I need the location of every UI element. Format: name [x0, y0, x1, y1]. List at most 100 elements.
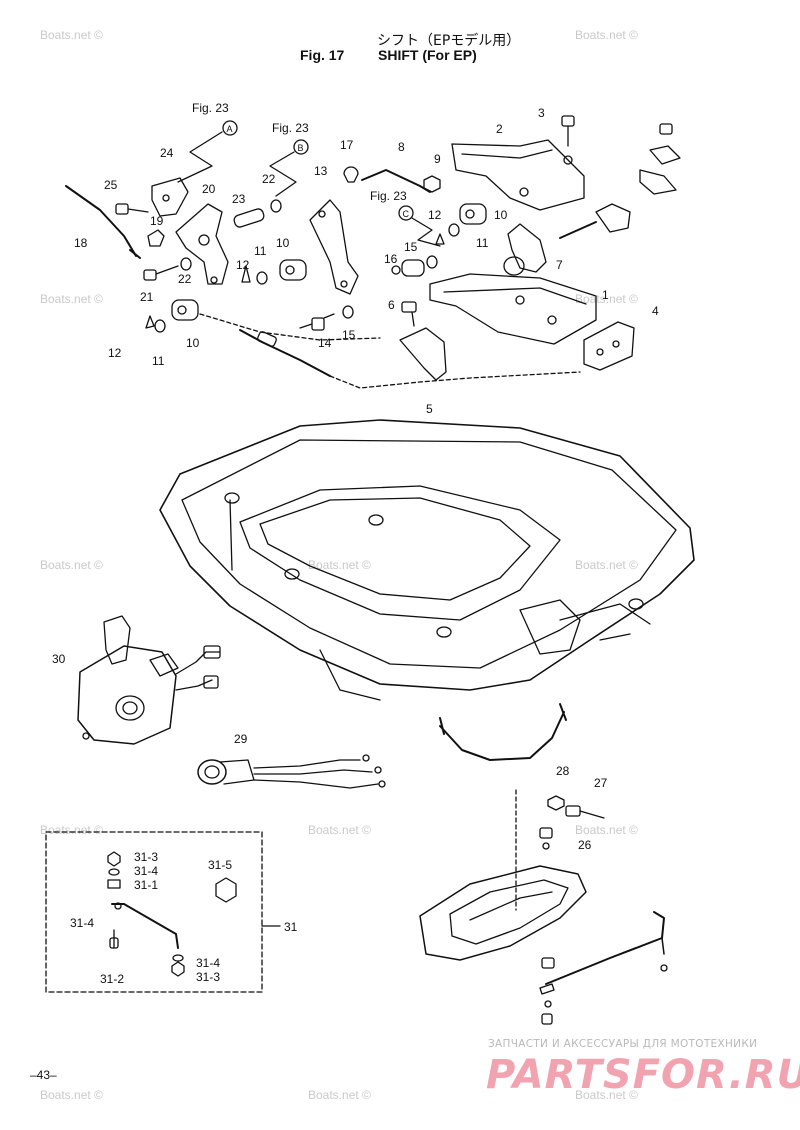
part-label: 20 — [202, 182, 216, 196]
remote-control-box-part — [77, 615, 221, 745]
bolt-part — [401, 301, 417, 327]
bolt-part — [115, 203, 149, 215]
bolt-part — [143, 265, 179, 281]
svg-text:Fig. 23: Fig. 23 — [370, 189, 407, 203]
part-label: 31-5 — [208, 858, 233, 872]
bracket-part — [151, 177, 189, 217]
svg-text:A: A — [227, 124, 233, 134]
part-label: 12 — [108, 346, 122, 360]
title-japanese: シフト（EPモデル用） — [377, 33, 521, 49]
watermark: Boats.net © — [40, 823, 103, 837]
clip-part — [147, 229, 165, 247]
part-label: 17 — [340, 138, 354, 152]
joint-part — [279, 259, 307, 281]
washer-part — [180, 257, 192, 271]
part-label: 5 — [426, 402, 433, 416]
part-label: 11 — [152, 354, 165, 368]
part-label: 3 — [538, 106, 545, 120]
part-label: 15 — [342, 328, 356, 342]
part-label: 10 — [494, 208, 508, 222]
part-label: 16 — [384, 252, 398, 266]
page-number: –43– — [30, 1068, 57, 1082]
washer-part — [448, 223, 460, 237]
pin-part — [233, 208, 265, 228]
part-label: 11 — [254, 244, 267, 258]
lever-part — [175, 203, 229, 285]
shift-base-part — [429, 273, 597, 345]
bracket-part — [399, 327, 447, 381]
svg-text:B: B — [298, 143, 304, 153]
part-label: 2 — [496, 122, 503, 136]
key-switch-part — [197, 754, 386, 789]
watermark: Boats.net © — [40, 28, 103, 42]
svg-text:C: C — [403, 209, 410, 219]
part-label: 31-1 — [134, 878, 159, 892]
part-label: 24 — [160, 146, 174, 160]
part-label: 18 — [74, 236, 88, 250]
shift-cable-part — [239, 329, 331, 377]
part-label: 25 — [104, 178, 118, 192]
part-label: 10 — [186, 336, 200, 350]
grip-tray-part — [419, 827, 587, 969]
brand-subtitle: ЗАПЧАСТИ И АКСЕССУАРЫ ДЛЯ МОТОТЕХНИКИ — [488, 1038, 758, 1050]
part-label: 7 — [556, 258, 563, 272]
watermark: Boats.net © — [40, 558, 103, 572]
part-label: 27 — [594, 776, 608, 790]
bracket-part — [639, 169, 677, 195]
brand-logo: PARTSFOR.RU — [486, 1052, 800, 1098]
part-label: 22 — [178, 272, 192, 286]
nut-part — [423, 175, 441, 193]
part-label: 13 — [314, 164, 328, 178]
watermark: Boats.net © — [308, 558, 371, 572]
part-label: 11 — [476, 236, 489, 250]
watermark: Boats.net © — [575, 823, 638, 837]
kit-box — [45, 831, 281, 993]
part-label: 31 — [284, 920, 298, 934]
handle-part — [439, 711, 565, 761]
figure-number: Fig. 17 — [300, 47, 345, 63]
part-label: 31-2 — [100, 972, 125, 986]
part-label: 31-3 — [196, 970, 221, 984]
washer-part — [342, 305, 354, 319]
collar-part — [401, 259, 425, 277]
part-label: 29 — [234, 732, 248, 746]
clip-part — [343, 166, 359, 183]
watermark: Boats.net © — [575, 1088, 638, 1102]
washer-part — [256, 271, 268, 285]
part-label: 28 — [556, 764, 570, 778]
switch-part — [559, 203, 631, 239]
part-label: 12 — [236, 258, 250, 272]
part-label: 31-3 — [134, 850, 159, 864]
part-label: 8 — [398, 140, 405, 154]
part-label: 31-4 — [134, 864, 159, 878]
watermark: Boats.net © — [40, 1088, 103, 1102]
screw-part — [561, 115, 575, 147]
watermark: Boats.net © — [575, 292, 638, 306]
cotter-pin-part — [241, 265, 251, 283]
part-label: 1 — [602, 288, 609, 302]
svg-text:Fig. 23: Fig. 23 — [192, 101, 229, 115]
part-label: 19 — [150, 214, 164, 228]
cotter-pin-part — [435, 233, 445, 245]
shift-arm-part — [309, 199, 359, 295]
joint-part — [171, 299, 199, 321]
part-label: 9 — [434, 152, 441, 166]
part-label: 31-4 — [196, 956, 221, 970]
part-label: 12 — [428, 208, 442, 222]
shift-shaft-part — [507, 223, 547, 273]
washer-part — [426, 255, 438, 269]
part-label: 4 — [652, 304, 659, 318]
bottom-cowling-part — [159, 419, 695, 701]
part-label: 21 — [140, 290, 154, 304]
watermark: Boats.net © — [40, 292, 103, 306]
part-label: 15 — [404, 240, 418, 254]
watermark: Boats.net © — [575, 558, 638, 572]
part-label: 23 — [232, 192, 246, 206]
cotter-pin-part — [145, 315, 155, 329]
bolt-part — [565, 805, 605, 819]
watermark: Boats.net © — [308, 823, 371, 837]
shift-rod-part — [65, 185, 137, 257]
part-label: 6 — [388, 298, 395, 312]
watermark: Boats.net © — [308, 1088, 371, 1102]
